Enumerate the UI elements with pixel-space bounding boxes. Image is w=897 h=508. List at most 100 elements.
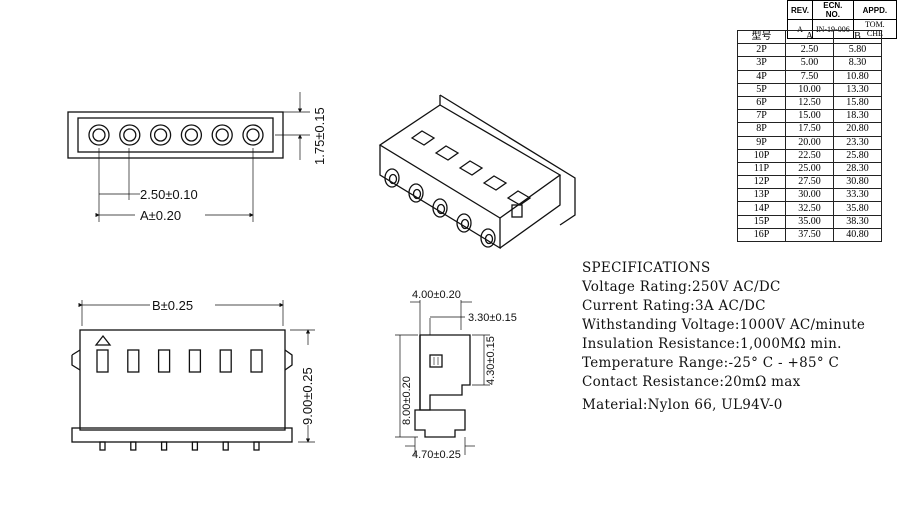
header-a: A xyxy=(785,29,834,45)
b-cell: 8.30 xyxy=(833,56,882,71)
b-cell: 18.30 xyxy=(833,109,882,124)
pin-hole-inner xyxy=(92,128,106,142)
contact-hole-inner xyxy=(388,173,398,185)
front-height-dimension: 1.75±0.15 xyxy=(312,107,327,165)
spec-withstanding: Withstanding Voltage:1000V AC/minute xyxy=(582,317,866,333)
side-inner-dimension: 3.30±0.15 xyxy=(468,312,517,324)
b-cell: 40.80 xyxy=(833,227,882,243)
model-cell: 2P xyxy=(737,43,786,58)
side-bottom-dimension: 4.70±0.25 xyxy=(412,449,461,461)
spec-material: Material:Nylon 66, UL94V-0 xyxy=(582,397,783,413)
model-cell: 8P xyxy=(737,122,786,137)
specs-title: SPECIFICATIONS xyxy=(582,260,711,276)
contact-hole xyxy=(408,183,424,203)
a-cell: 37.50 xyxy=(785,227,834,243)
terminal-pin xyxy=(160,441,168,451)
spec-contact: Contact Resistance:20mΩ max xyxy=(582,374,801,390)
model-cell: 11P xyxy=(737,161,786,177)
pin-hole-inner xyxy=(246,128,260,142)
terminal-slot xyxy=(127,349,140,373)
spec-voltage: Voltage Rating:250V AC/DC xyxy=(582,279,781,295)
contact-hole-inner xyxy=(412,188,422,200)
a-dimension: A±0.20 xyxy=(140,208,181,223)
header-b: B xyxy=(833,29,882,45)
contact-hole-inner xyxy=(484,233,494,245)
model-cell: 3P xyxy=(737,56,786,71)
ecn-header: ECN. NO. xyxy=(811,0,854,20)
pin-hole-inner xyxy=(153,128,168,142)
a-cell: 5.00 xyxy=(785,56,834,71)
terminal-pin xyxy=(130,441,137,451)
a-cell: 22.50 xyxy=(785,148,834,163)
model-cell: 9P xyxy=(737,135,786,150)
contact-hole xyxy=(456,213,472,233)
b-cell: 23.30 xyxy=(833,135,882,150)
specifications-block: SPECIFICATIONS Voltage Rating:250V AC/DC… xyxy=(582,259,865,415)
bottom-view xyxy=(71,300,315,451)
side-inner-height-dimension: 4.30±0.15 xyxy=(485,336,497,385)
contact-window xyxy=(458,160,484,176)
a-cell: 30.00 xyxy=(785,188,834,203)
b-cell: 15.80 xyxy=(833,95,882,111)
pin-hole-inner xyxy=(184,128,199,142)
side-view xyxy=(395,300,490,455)
b-cell: 10.80 xyxy=(833,69,882,84)
terminal-pin xyxy=(253,441,260,451)
model-cell: 10P xyxy=(737,148,786,163)
model-cell: 13P xyxy=(737,188,786,203)
pin-hole-outer xyxy=(180,124,203,146)
contact-window xyxy=(506,190,532,206)
a-cell: 7.50 xyxy=(785,69,834,84)
model-cell: 4P xyxy=(737,69,786,84)
terminal-pin xyxy=(191,441,199,451)
terminal-slot xyxy=(157,349,171,373)
model-cell: 12P xyxy=(737,175,786,190)
model-cell: 5P xyxy=(737,82,786,97)
b-cell: 30.80 xyxy=(833,175,882,190)
pin-hole-outer xyxy=(119,124,141,146)
a-cell: 25.00 xyxy=(785,161,834,177)
contact-window xyxy=(482,175,508,191)
terminal-pin xyxy=(99,441,106,451)
a-cell: 20.00 xyxy=(785,135,834,150)
a-cell: 10.00 xyxy=(785,82,834,97)
bottom-height-dimension: 9.00±0.25 xyxy=(300,367,315,425)
contact-window xyxy=(434,145,460,161)
pin-hole-outer xyxy=(242,124,264,146)
header-model: 型号 xyxy=(737,29,786,45)
contact-hole xyxy=(384,168,400,188)
b-dimension: B±0.25 xyxy=(152,298,193,313)
contact-hole xyxy=(480,228,496,248)
isometric-view xyxy=(378,94,576,250)
pin-hole-inner xyxy=(123,128,137,142)
spec-temperature: Temperature Range:-25° C - +85° C xyxy=(582,355,840,371)
model-cell: 14P xyxy=(737,201,786,216)
pin-hole-outer xyxy=(211,124,233,146)
a-cell: 35.00 xyxy=(785,214,834,229)
contact-window xyxy=(410,130,436,146)
appd-header: APPD. xyxy=(852,0,897,20)
a-cell: 32.50 xyxy=(785,201,834,216)
model-cell: 6P xyxy=(737,95,786,111)
terminal-slot xyxy=(250,349,263,373)
spec-insulation: Insulation Resistance:1,000MΩ min. xyxy=(582,336,842,352)
contact-hole-inner xyxy=(460,218,470,230)
b-cell: 35.80 xyxy=(833,201,882,216)
a-cell: 15.00 xyxy=(785,109,834,124)
side-height-dimension: 8.00±0.20 xyxy=(401,376,413,425)
pin-hole-outer xyxy=(88,124,110,146)
b-cell: 25.80 xyxy=(833,148,882,163)
terminal-slot xyxy=(219,349,232,373)
